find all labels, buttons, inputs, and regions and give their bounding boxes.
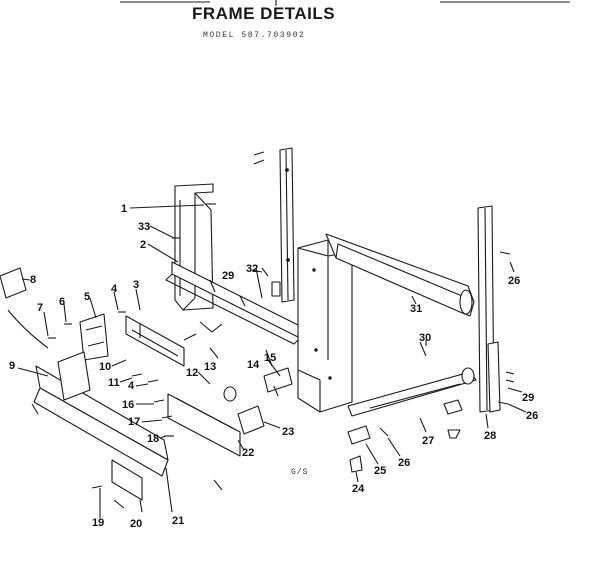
callout-4-second: 4	[128, 380, 135, 392]
callout-21: 21	[172, 515, 184, 527]
callout-26-second: 26	[526, 410, 538, 422]
control-bracket	[79, 313, 185, 367]
callout-23: 23	[282, 426, 294, 438]
callout-2: 2	[140, 239, 146, 251]
callout-33: 33	[138, 221, 150, 233]
frame-base-member	[347, 367, 477, 417]
leader-lines	[17, 204, 527, 518]
callout-28: 28	[484, 430, 496, 442]
page-title: FRAME DETAILS	[192, 4, 336, 23]
callout-1: 1	[121, 203, 127, 215]
callout-15: 15	[264, 352, 276, 364]
callout-24: 24	[352, 483, 365, 495]
callout-26: 26	[508, 275, 520, 287]
top-edge-mark	[120, 0, 570, 6]
callout-7: 7	[37, 302, 43, 314]
drawing-code: G/S	[291, 468, 309, 477]
callout-12: 12	[186, 367, 198, 379]
callout-18: 18	[147, 433, 159, 445]
front-trim-strip	[33, 351, 169, 501]
right-side-panel	[297, 239, 353, 413]
callout-14: 14	[247, 359, 260, 371]
callout-5: 5	[84, 291, 90, 303]
callout-labels: 1 33 2 29 32 3 4 5 6 7 8 9 10 11 4 12 13…	[9, 203, 538, 530]
callout-25: 25	[374, 465, 386, 477]
callout-30: 30	[419, 332, 431, 344]
callout-19: 19	[92, 517, 104, 529]
callout-29-second: 29	[522, 392, 534, 404]
callout-16: 16	[122, 399, 134, 411]
callout-11: 11	[108, 377, 120, 389]
callout-27: 27	[422, 435, 434, 447]
rear-uprights	[477, 205, 501, 413]
callout-13: 13	[204, 361, 216, 373]
callout-9: 9	[9, 360, 15, 372]
callout-4: 4	[111, 283, 118, 295]
frame-cross-member	[165, 261, 301, 345]
callout-10: 10	[99, 361, 111, 373]
small-hardware	[0, 151, 515, 509]
front-control-block	[167, 386, 265, 457]
upright-post	[279, 147, 295, 303]
callout-17: 17	[128, 416, 140, 428]
callout-22: 22	[242, 447, 254, 459]
callout-6: 6	[59, 296, 65, 308]
back-rail	[325, 233, 475, 317]
model-number: MODEL 587.703902	[203, 31, 306, 40]
callout-8: 8	[30, 274, 36, 286]
callout-26-third: 26	[398, 457, 410, 469]
callout-20: 20	[130, 518, 142, 530]
callout-3: 3	[133, 279, 139, 291]
callout-29: 29	[222, 270, 234, 282]
callout-31: 31	[410, 303, 422, 315]
callout-32: 32	[246, 263, 258, 275]
